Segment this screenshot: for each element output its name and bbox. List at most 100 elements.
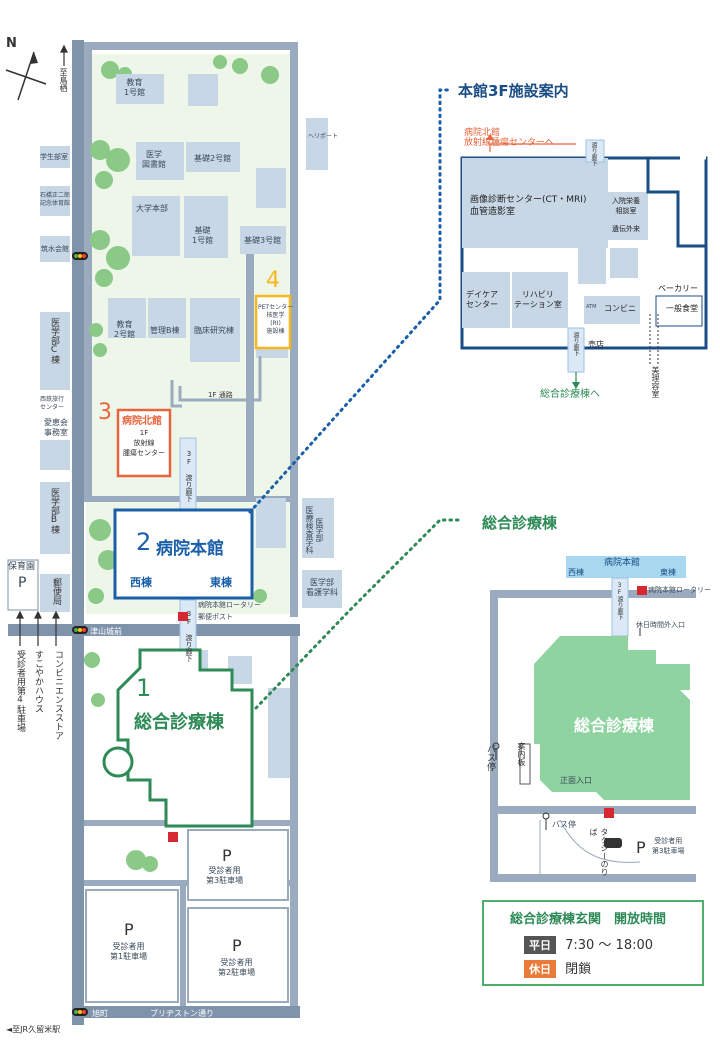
label-yubinkyoku: 郵便局 bbox=[51, 578, 61, 605]
road-bridgestone: ブリヂストン通り bbox=[150, 1009, 214, 1018]
parking-2-symbol: P bbox=[232, 936, 242, 955]
general-building-name: 総合診療棟 bbox=[134, 712, 224, 733]
general-east: 東棟 bbox=[660, 568, 676, 577]
floor3-outpatient: 遺伝外来 bbox=[612, 225, 640, 233]
main-hospital-name: 病院本館 bbox=[156, 539, 224, 559]
north-building-outline bbox=[116, 408, 172, 478]
holiday-tag: 休日 bbox=[524, 960, 556, 978]
traffic-lights bbox=[72, 252, 88, 1016]
west-main-road bbox=[72, 40, 84, 1025]
hours-weekday-row: 平日 7:30 〜 18:00 bbox=[524, 934, 653, 954]
general-building-outline bbox=[116, 648, 254, 828]
weekday-time: 7:30 〜 18:00 bbox=[565, 938, 654, 953]
label-igakubu-ikiki: 医学部 医療検査学科 bbox=[305, 506, 324, 554]
label-hoikuen: 保育園 bbox=[8, 562, 36, 572]
floor3-to-general: 総合診療棟へ bbox=[540, 389, 600, 400]
general-parking-symbol: P bbox=[636, 838, 646, 857]
general-info-board: 案内板 bbox=[517, 742, 526, 766]
inner-road-2 bbox=[180, 880, 186, 1006]
label-seitetsu: 西鉄旅行 センター bbox=[40, 396, 65, 411]
road-to-toriu: 至鳥栖 bbox=[59, 68, 68, 92]
parking-3-label: 受診者用 第3駐車場 bbox=[206, 866, 244, 885]
floor3-bridge-bottom: 渡り廊下 bbox=[572, 332, 579, 356]
general-rotary: 病院本館ロータリー bbox=[648, 586, 711, 594]
main-hospital-east: 東棟 bbox=[210, 576, 232, 589]
label-kiso1: 基礎 1号館 bbox=[192, 226, 214, 245]
label-igakubu-kango: 医学部 看護学科 bbox=[306, 578, 338, 597]
label-kanri-b: 管理B棟 bbox=[150, 326, 180, 335]
label-kyoiku1: 教育 1号館 bbox=[124, 78, 146, 97]
label-gakusei: 学生部室 bbox=[40, 153, 68, 161]
label-igaku-tosho: 医学 図書館 bbox=[142, 150, 166, 169]
north-road bbox=[84, 42, 298, 50]
floor3-bakery: ベーカリー bbox=[658, 284, 698, 293]
compass-label: N bbox=[6, 36, 17, 51]
parking-2-label: 受診者用 第2駐車場 bbox=[218, 958, 256, 977]
north-building-sub: 1F 放射線 腫瘍センター bbox=[123, 429, 165, 457]
main-hospital-west: 西棟 bbox=[130, 576, 152, 589]
general-taxi: タクシーのりば bbox=[589, 828, 609, 876]
parking-4-label: 受診者用第4駐車場 bbox=[15, 650, 25, 732]
label-igakubu-b: 医学部B棟 bbox=[49, 488, 59, 534]
compass-arrow bbox=[5, 51, 47, 101]
label-post-box: 郵便ポスト bbox=[198, 613, 233, 621]
floor3-title: 本館3F施設案内 bbox=[458, 82, 569, 100]
general-front-entrance: 正面入口 bbox=[560, 776, 592, 785]
conveni-label: コンビニエンスストア bbox=[53, 650, 63, 740]
floor3-atm: ATM bbox=[586, 304, 597, 310]
floor3-conveni: コンビニ bbox=[604, 304, 636, 313]
general-main-bld: 病院本館 bbox=[604, 558, 641, 568]
label-kiso2: 基礎2号館 bbox=[194, 154, 232, 163]
floor3-bridge-top: 渡り廊下 bbox=[590, 142, 597, 166]
north-building-name: 病院北館 bbox=[122, 416, 162, 427]
floor3-nutrition: 入院栄養 相談室 bbox=[612, 197, 640, 215]
general-inset-shape bbox=[534, 636, 690, 800]
floor3-rehab: リハビリ テーション室 bbox=[514, 290, 562, 309]
floor3-dining: 一般食堂 bbox=[666, 304, 698, 313]
general-parking3: 受診者用 第3駐車場 bbox=[652, 837, 685, 855]
floor3-plan bbox=[460, 134, 708, 389]
general-title: 総合診療棟 bbox=[482, 514, 558, 532]
holiday-state: 閉鎖 bbox=[565, 962, 592, 977]
south-east-road bbox=[290, 636, 298, 1006]
main-hospital-number: 2 bbox=[136, 528, 152, 556]
trees bbox=[84, 55, 279, 872]
parking-1-symbol: P bbox=[124, 920, 134, 939]
campus-buildings bbox=[40, 74, 342, 778]
label-kiso3: 基礎3号館 bbox=[244, 236, 282, 245]
label-heliport: ヘリポート bbox=[308, 133, 339, 140]
bridgestone-road bbox=[72, 1006, 300, 1018]
label-hoikuen-p: P bbox=[18, 575, 27, 591]
label-aikeikai: 愛恵会 事務室 bbox=[44, 418, 68, 437]
weekday-tag: 平日 bbox=[524, 936, 556, 954]
general-building-label: 総合診療棟 bbox=[574, 716, 655, 735]
general-night-entrance: 休日時間外入口 bbox=[636, 621, 685, 629]
road-3f-bridge-a: 3F 渡り廊下 bbox=[185, 450, 193, 502]
parking-1-label: 受診者用 第1駐車場 bbox=[110, 942, 148, 961]
post-box-icons bbox=[168, 612, 188, 842]
label-ishibashi: 石橋正二郎 記念体育館 bbox=[40, 192, 71, 207]
floor3-shop: 売店 bbox=[588, 340, 604, 349]
campus-west-road bbox=[84, 42, 92, 497]
road-tsuyama: 津山城前 bbox=[90, 627, 122, 636]
label-kyoiku2: 教育 2号館 bbox=[114, 320, 136, 339]
general-bus-stop-v: バス停 bbox=[485, 744, 495, 771]
label-daigaku-honbu: 大学本部 bbox=[136, 204, 168, 213]
label-rotary-main: 病院本館ロータリー bbox=[198, 601, 261, 609]
campus-east-road bbox=[290, 42, 298, 617]
hours-holiday-row: 休日 閉鎖 bbox=[524, 958, 591, 978]
general-building-number: 1 bbox=[136, 674, 152, 702]
label-pet: PETセンター 核医学 (RI) 施設棟 bbox=[258, 304, 294, 335]
hours-title: 総合診療棟玄関 開放時間 bbox=[510, 912, 667, 927]
general-inset bbox=[490, 556, 696, 882]
road-to-jr: ◄至JR久留米駅 bbox=[6, 1025, 61, 1034]
road-3f-bridge-b: 3F 渡り廊下 bbox=[185, 610, 193, 662]
general-bus-stop: バス停 bbox=[552, 820, 576, 829]
hours-box: 総合診療棟玄関 開放時間 平日 7:30 〜 18:00 休日 閉鎖 bbox=[482, 900, 704, 986]
north-building-number: 3 bbox=[98, 400, 112, 425]
label-chikusui: 筑水会館 bbox=[41, 245, 69, 253]
floor3-barber: 美理容室 bbox=[651, 366, 660, 398]
general-bridge: 3F渡り廊下 bbox=[616, 582, 623, 620]
floor3-to-north: 病院北館 放射線腫瘍センターへ bbox=[464, 128, 555, 148]
